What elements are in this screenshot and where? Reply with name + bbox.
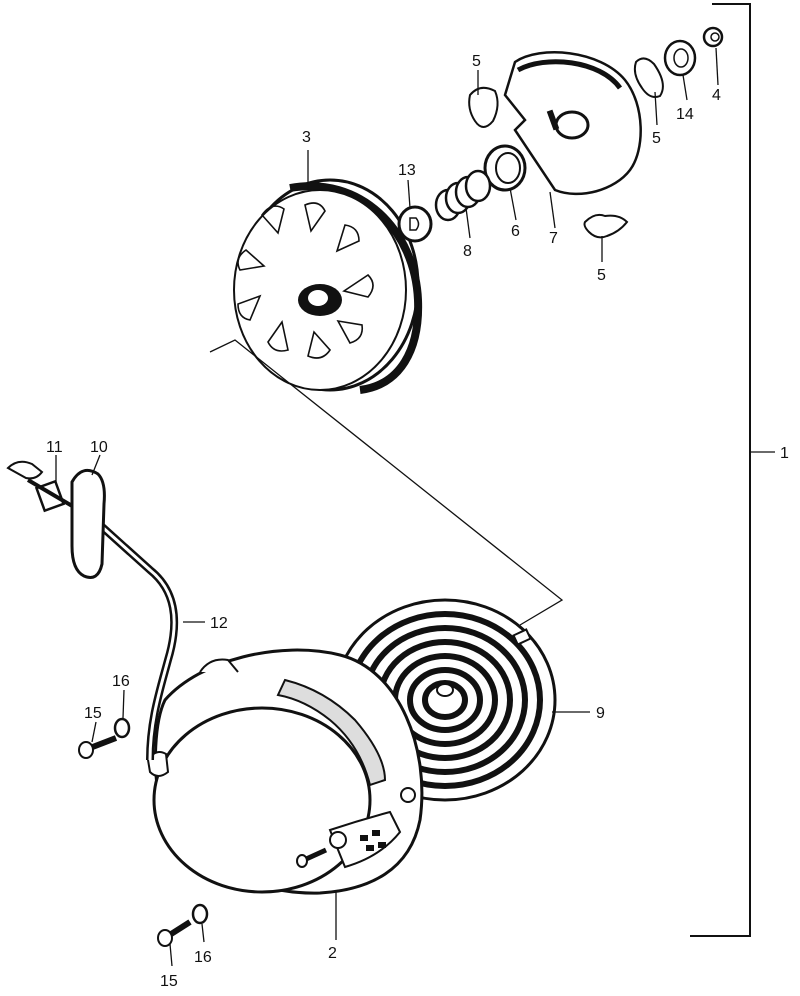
ratchet-pawl-top [468, 86, 499, 128]
label-part-12: 12 [210, 615, 228, 632]
leader-lines [55, 47, 719, 967]
starter-pulley [233, 178, 423, 394]
label-part-7: 7 [549, 230, 558, 247]
coil-spring [434, 169, 492, 222]
label-part-1: 1 [780, 445, 789, 462]
label-part-8: 8 [463, 243, 472, 260]
label-part-5-top: 5 [472, 53, 481, 70]
washer-14 [663, 39, 697, 77]
label-part-16-lower: 16 [194, 949, 212, 966]
label-part-16-upper: 16 [112, 673, 130, 690]
label-part-15-upper: 15 [84, 705, 102, 722]
label-part-5-bottom: 5 [597, 267, 606, 284]
label-part-9: 9 [596, 705, 605, 722]
ratchet-pawl-bottom [583, 213, 629, 239]
bolt-lower [157, 919, 192, 947]
collar [397, 205, 433, 243]
relation-line [209, 339, 564, 626]
washer-upper [113, 717, 131, 739]
label-part-6: 6 [511, 223, 520, 240]
ratchet-pawl-right [633, 57, 664, 98]
label-part-15-lower: 15 [160, 973, 178, 990]
starter-handle [70, 468, 106, 579]
label-part-14: 14 [676, 106, 694, 123]
label-part-13: 13 [398, 162, 416, 179]
label-part-3: 3 [302, 129, 311, 146]
bolt-case [296, 847, 328, 868]
label-part-2: 2 [328, 945, 337, 962]
label-part-11: 11 [46, 439, 63, 456]
part-labels: 1 2 3 4 5 5 5 6 7 8 9 10 11 12 13 14 15 … [46, 53, 789, 990]
circlip [702, 26, 724, 48]
starter-case [146, 648, 424, 895]
friction-spring [483, 144, 527, 192]
assembly-bracket [690, 3, 775, 937]
bolt-upper [78, 735, 118, 759]
ratchet-plate [503, 51, 642, 196]
label-part-5-right: 5 [652, 130, 661, 147]
label-part-4: 4 [712, 87, 721, 104]
washer-lower [191, 903, 209, 925]
label-part-10: 10 [90, 439, 108, 456]
